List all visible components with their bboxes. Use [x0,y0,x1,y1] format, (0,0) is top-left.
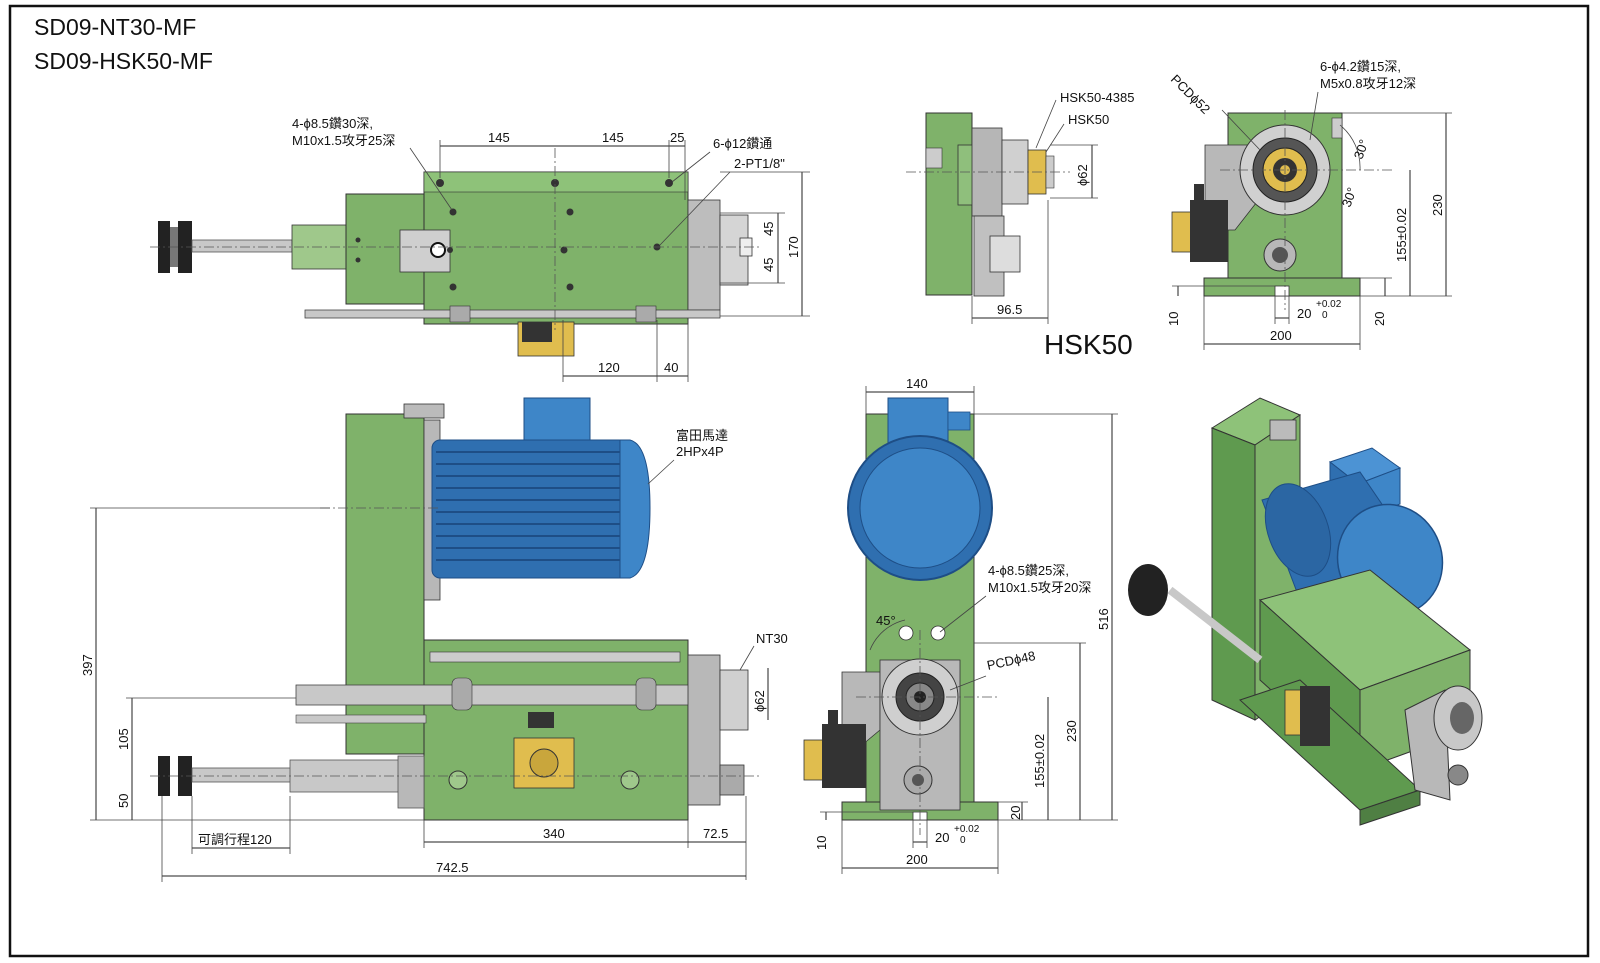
dim-140: 140 [906,376,928,391]
knob-right [178,221,192,273]
note-front-lower-a: 4-ϕ8.5鑽25深, [988,563,1069,578]
main-body-side [423,639,689,821]
iso-shaft [1167,586,1263,664]
angle-30-b: 30° [1339,185,1360,209]
note-holes-c: 6-ϕ12鑽通 [713,136,772,151]
dim-72-5: 72.5 [703,826,728,841]
motor-fan-cover [619,439,651,579]
side-view: 富田馬達 2HPx4P [80,397,788,882]
hsk50-detail-view: HSK50-4385 HSK50 ϕ62 96.5 HSK50 [906,90,1134,360]
dim-20tol-front: 20 [935,830,949,845]
pcd52: PCDϕ52 [1168,72,1213,117]
dim-45-a: 45 [761,222,776,236]
isometric-view [1128,397,1483,826]
note-front-a: 6-ϕ4.2鑽15深, [1320,59,1401,74]
adjustable-stroke: 可調行程120 [198,832,272,847]
note-holes-d: 2-PT1/8" [734,156,785,171]
label-hsk50-4385: HSK50-4385 [1060,90,1134,105]
dim-145-a: 145 [488,130,510,145]
dim-155-front: 155±0.02 [1032,734,1047,788]
note-holes-a: 4-ϕ8.5鑽30深, [292,116,373,131]
top-view: 145 145 25 4-ϕ8.5鑽30深, M10x1.5攻牙25深 6-ϕ1… [150,116,810,382]
guide-rod [304,309,721,319]
motor-label-b: 2HPx4P [676,444,724,459]
dim-200-top: 200 [1270,328,1292,343]
dim-230-top: 230 [1430,194,1445,216]
dim-742-5: 742.5 [436,860,469,875]
dim-145-b: 145 [602,130,624,145]
tol-upper-top: +0.02 [1316,299,1342,310]
angle-30-a: 30° [1351,137,1372,161]
dim-20-top: 20 [1372,312,1387,326]
dim-230-front: 230 [1064,720,1079,742]
dim-340: 340 [543,826,565,841]
dim-20-front: 20 [1008,806,1023,820]
iso-knob [1128,564,1168,616]
dim-45-b: 45 [761,258,776,272]
dim-120: 120 [598,360,620,375]
dim-105: 105 [116,728,131,750]
tol-lower-front: 0 [960,835,966,846]
nt30-label: NT30 [756,631,788,646]
dim-50: 50 [116,794,131,808]
dim-96-5: 96.5 [997,302,1022,317]
motor-junction-box [523,397,591,445]
note-front-b: M5x0.8攻牙12深 [1320,76,1416,91]
dim-10-top: 10 [1166,312,1181,326]
front-view-top: PCDϕ52 6-ϕ4.2鑽15深, M5x0.8攻牙12深 30° 30° 2… [1166,59,1452,350]
dim-200-front: 200 [906,852,928,867]
spindle-housing [687,199,721,311]
tol-lower-top: 0 [1322,310,1328,321]
dim-170: 170 [786,236,801,258]
front-view: 140 45° 4-ϕ8.5鑽25深, M10x1.5攻牙20深 PCDϕ48 … [803,376,1118,874]
dim-25: 25 [670,130,684,145]
label-hsk50: HSK50 [1068,112,1109,127]
hsk50-caption: HSK50 [1044,329,1133,360]
note-holes-b: M10x1.5攻牙25深 [292,133,395,148]
model-title-hsk50: SD09-HSK50-MF [34,48,213,74]
motor-label-a: 富田馬達 [676,428,728,443]
dim-397: 397 [80,654,95,676]
dim-40: 40 [664,360,678,375]
tol-upper-front: +0.02 [954,824,980,835]
main-body-top [423,171,689,325]
dia62-nt30: ϕ62 [752,690,767,712]
iso-column [1211,427,1256,721]
motor-body [431,439,628,579]
spindle-head-side [687,654,721,806]
feed-shaft [191,239,293,253]
sheet-border [8,4,1590,958]
note-front-lower-b: M10x1.5攻牙20深 [988,580,1091,595]
pcd48: PCDϕ48 [986,648,1037,673]
dim-20tol-top: 20 [1297,306,1311,321]
model-title-nt30: SD09-NT30-MF [34,14,197,40]
dim-10-front: 10 [814,836,829,850]
dim-dia62-hsk: ϕ62 [1075,164,1090,186]
dim-516: 516 [1096,608,1111,630]
dim-155-top: 155±0.02 [1394,208,1409,262]
angle-45: 45° [876,613,896,628]
